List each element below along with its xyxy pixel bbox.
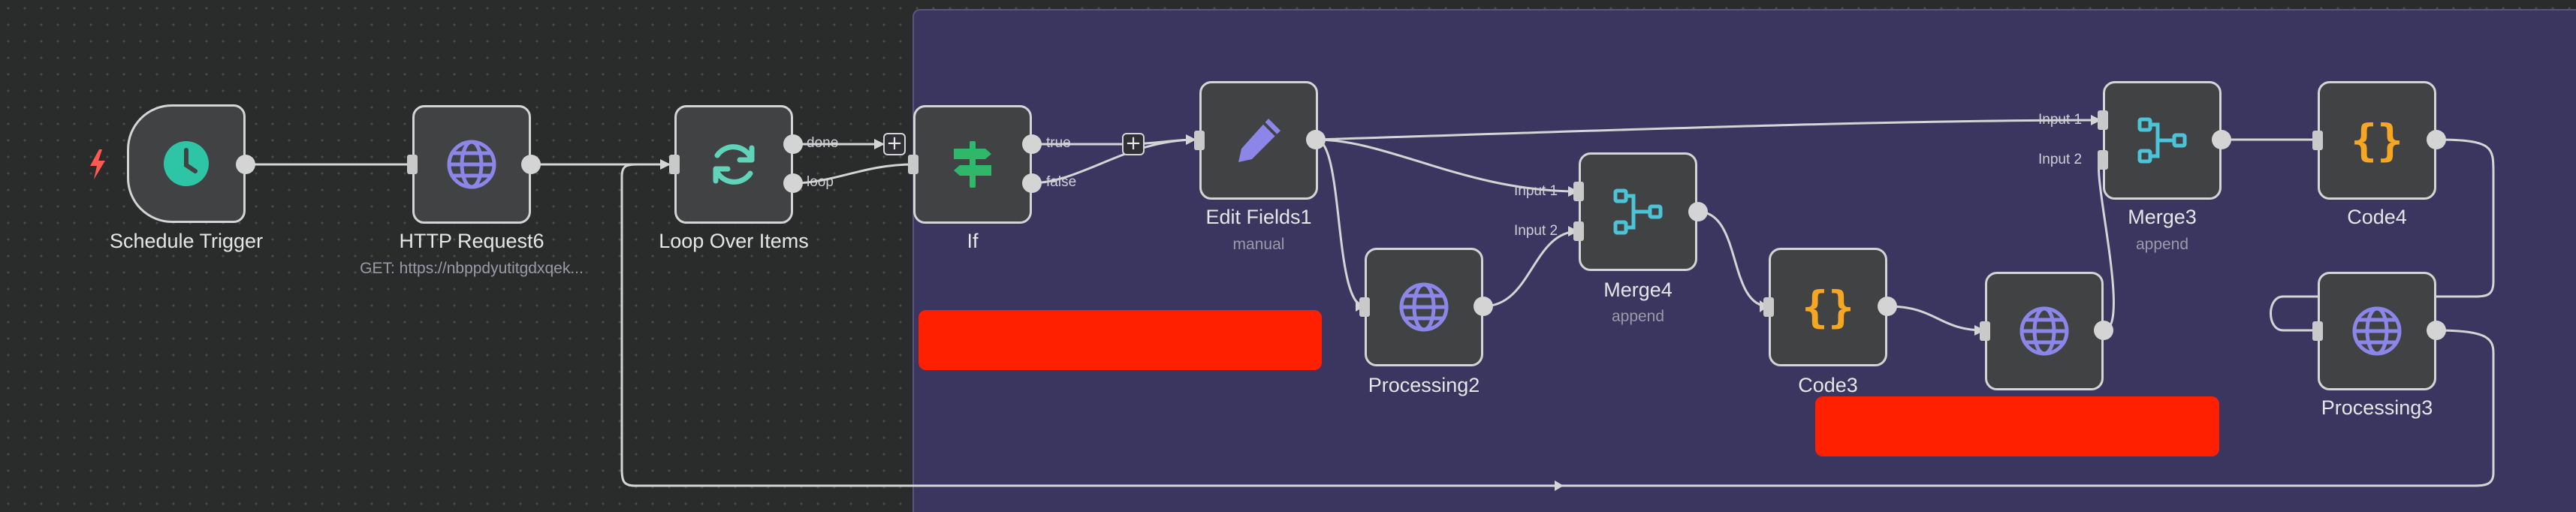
add-node-button[interactable]: + bbox=[883, 133, 906, 155]
output-port[interactable] bbox=[521, 155, 541, 174]
connection-code3-to-http bbox=[1887, 305, 1986, 332]
node-label-merge4: Merge4 bbox=[1603, 279, 1673, 301]
input-port[interactable] bbox=[1194, 131, 1205, 150]
input-port[interactable] bbox=[1359, 297, 1370, 317]
redacted-region bbox=[1815, 396, 2219, 456]
node-label-merge3: Merge3 bbox=[2128, 206, 2197, 228]
clock-icon bbox=[155, 133, 217, 194]
output-port[interactable] bbox=[1878, 297, 1897, 316]
refresh-icon bbox=[703, 134, 765, 195]
input-port-1[interactable] bbox=[2098, 110, 2108, 130]
node-label-code4: Code4 bbox=[2347, 206, 2407, 228]
node-merge3[interactable] bbox=[2103, 81, 2222, 200]
output-port[interactable] bbox=[1306, 130, 1326, 149]
input-port[interactable] bbox=[908, 155, 918, 174]
connection-edit-to-processing2 bbox=[1315, 138, 1365, 308]
output-port-false[interactable] bbox=[1022, 173, 1042, 193]
node-subtitle-merge4: append bbox=[1611, 308, 1665, 325]
output-port[interactable] bbox=[2094, 321, 2113, 340]
input-label-1: Input 1 bbox=[2038, 112, 2083, 128]
connection-edit-to-merge4-in1 bbox=[1315, 138, 1579, 193]
node-label-code3: Code3 bbox=[1798, 374, 1858, 396]
output-port-loop[interactable] bbox=[783, 173, 803, 193]
node-subtitle-http-request6: GET: https://nbppdyutitgdxqek... bbox=[360, 260, 584, 277]
node-processing3[interactable] bbox=[2318, 272, 2436, 390]
node-label-processing2: Processing2 bbox=[1368, 374, 1480, 396]
node-http-request[interactable] bbox=[1985, 272, 2104, 390]
output-port-true[interactable] bbox=[1022, 134, 1042, 154]
braces-glyph: {} bbox=[2351, 115, 2403, 166]
node-merge4[interactable] bbox=[1579, 152, 1697, 271]
output-label-false: false bbox=[1046, 174, 1077, 190]
node-if[interactable] bbox=[913, 105, 1032, 224]
connection-merge4-to-code3 bbox=[1697, 210, 1769, 308]
connection-edit-to-merge3 bbox=[1315, 119, 2102, 141]
connection-loopback-to-loop bbox=[620, 163, 2495, 487]
node-schedule-trigger[interactable] bbox=[127, 104, 246, 223]
node-processing2[interactable] bbox=[1365, 248, 1483, 366]
connection-if-false-to-edit bbox=[1030, 138, 1197, 185]
output-label-done: done bbox=[807, 135, 839, 151]
node-label-loop-over-items: Loop Over Items bbox=[659, 230, 809, 252]
output-port[interactable] bbox=[1688, 202, 1708, 221]
merge-icon bbox=[1607, 181, 1669, 242]
input-port[interactable] bbox=[669, 155, 680, 174]
input-port[interactable] bbox=[2312, 321, 2323, 341]
connection-processing2-to-merge4-in2 bbox=[1483, 230, 1579, 308]
globe-icon bbox=[2346, 300, 2408, 362]
braces-icon: {} bbox=[1797, 276, 1859, 338]
node-label-http-request6: HTTP Request6 bbox=[399, 230, 544, 252]
globe-icon bbox=[1393, 276, 1455, 338]
node-group-panel bbox=[912, 9, 2576, 512]
braces-icon: {} bbox=[2346, 110, 2408, 171]
input-port[interactable] bbox=[1980, 321, 1990, 341]
output-port[interactable] bbox=[236, 155, 255, 174]
input-label-2: Input 2 bbox=[2038, 152, 2083, 167]
output-label-true: true bbox=[1046, 135, 1071, 151]
node-code4[interactable]: {} bbox=[2318, 81, 2436, 200]
output-port[interactable] bbox=[2427, 321, 2446, 340]
connection-loop-loop-to-if bbox=[792, 163, 914, 185]
input-label-1: Input 1 bbox=[1514, 183, 1558, 199]
node-code3[interactable]: {} bbox=[1769, 248, 1887, 366]
output-port[interactable] bbox=[2212, 130, 2231, 149]
output-port-done[interactable] bbox=[783, 134, 803, 154]
globe-icon bbox=[2013, 300, 2075, 362]
node-label-schedule-trigger: Schedule Trigger bbox=[109, 230, 264, 252]
merge-icon bbox=[2131, 110, 2193, 171]
node-edit-fields1[interactable] bbox=[1199, 81, 1318, 200]
input-port[interactable] bbox=[407, 155, 418, 174]
output-port[interactable] bbox=[2427, 130, 2446, 149]
input-port-1[interactable] bbox=[1573, 182, 1584, 201]
node-label-processing3: Processing3 bbox=[2321, 396, 2433, 419]
node-subtitle-merge3: append bbox=[2135, 236, 2189, 253]
connection-code4-to-processing3 bbox=[2270, 138, 2495, 332]
node-label-edit-fields1: Edit Fields1 bbox=[1205, 206, 1312, 228]
node-http-request6[interactable] bbox=[412, 105, 531, 224]
input-port[interactable] bbox=[1763, 297, 1774, 317]
redacted-region bbox=[918, 310, 1322, 370]
node-loop-over-items[interactable] bbox=[674, 105, 793, 224]
trigger-bolt-icon bbox=[90, 149, 105, 179]
add-node-button[interactable]: + bbox=[1122, 133, 1145, 155]
globe-icon bbox=[441, 134, 502, 195]
pencil-icon bbox=[1228, 110, 1290, 171]
braces-glyph: {} bbox=[1802, 282, 1854, 333]
input-port[interactable] bbox=[2312, 131, 2323, 150]
signpost-icon bbox=[942, 134, 1003, 195]
input-label-2: Input 2 bbox=[1514, 223, 1558, 239]
node-subtitle-edit-fields1: manual bbox=[1232, 236, 1285, 253]
output-label-loop: loop bbox=[807, 174, 834, 190]
input-port-2[interactable] bbox=[2098, 150, 2108, 170]
input-port-2[interactable] bbox=[1573, 221, 1584, 241]
node-label-if: If bbox=[967, 230, 979, 252]
output-port[interactable] bbox=[1474, 297, 1493, 316]
